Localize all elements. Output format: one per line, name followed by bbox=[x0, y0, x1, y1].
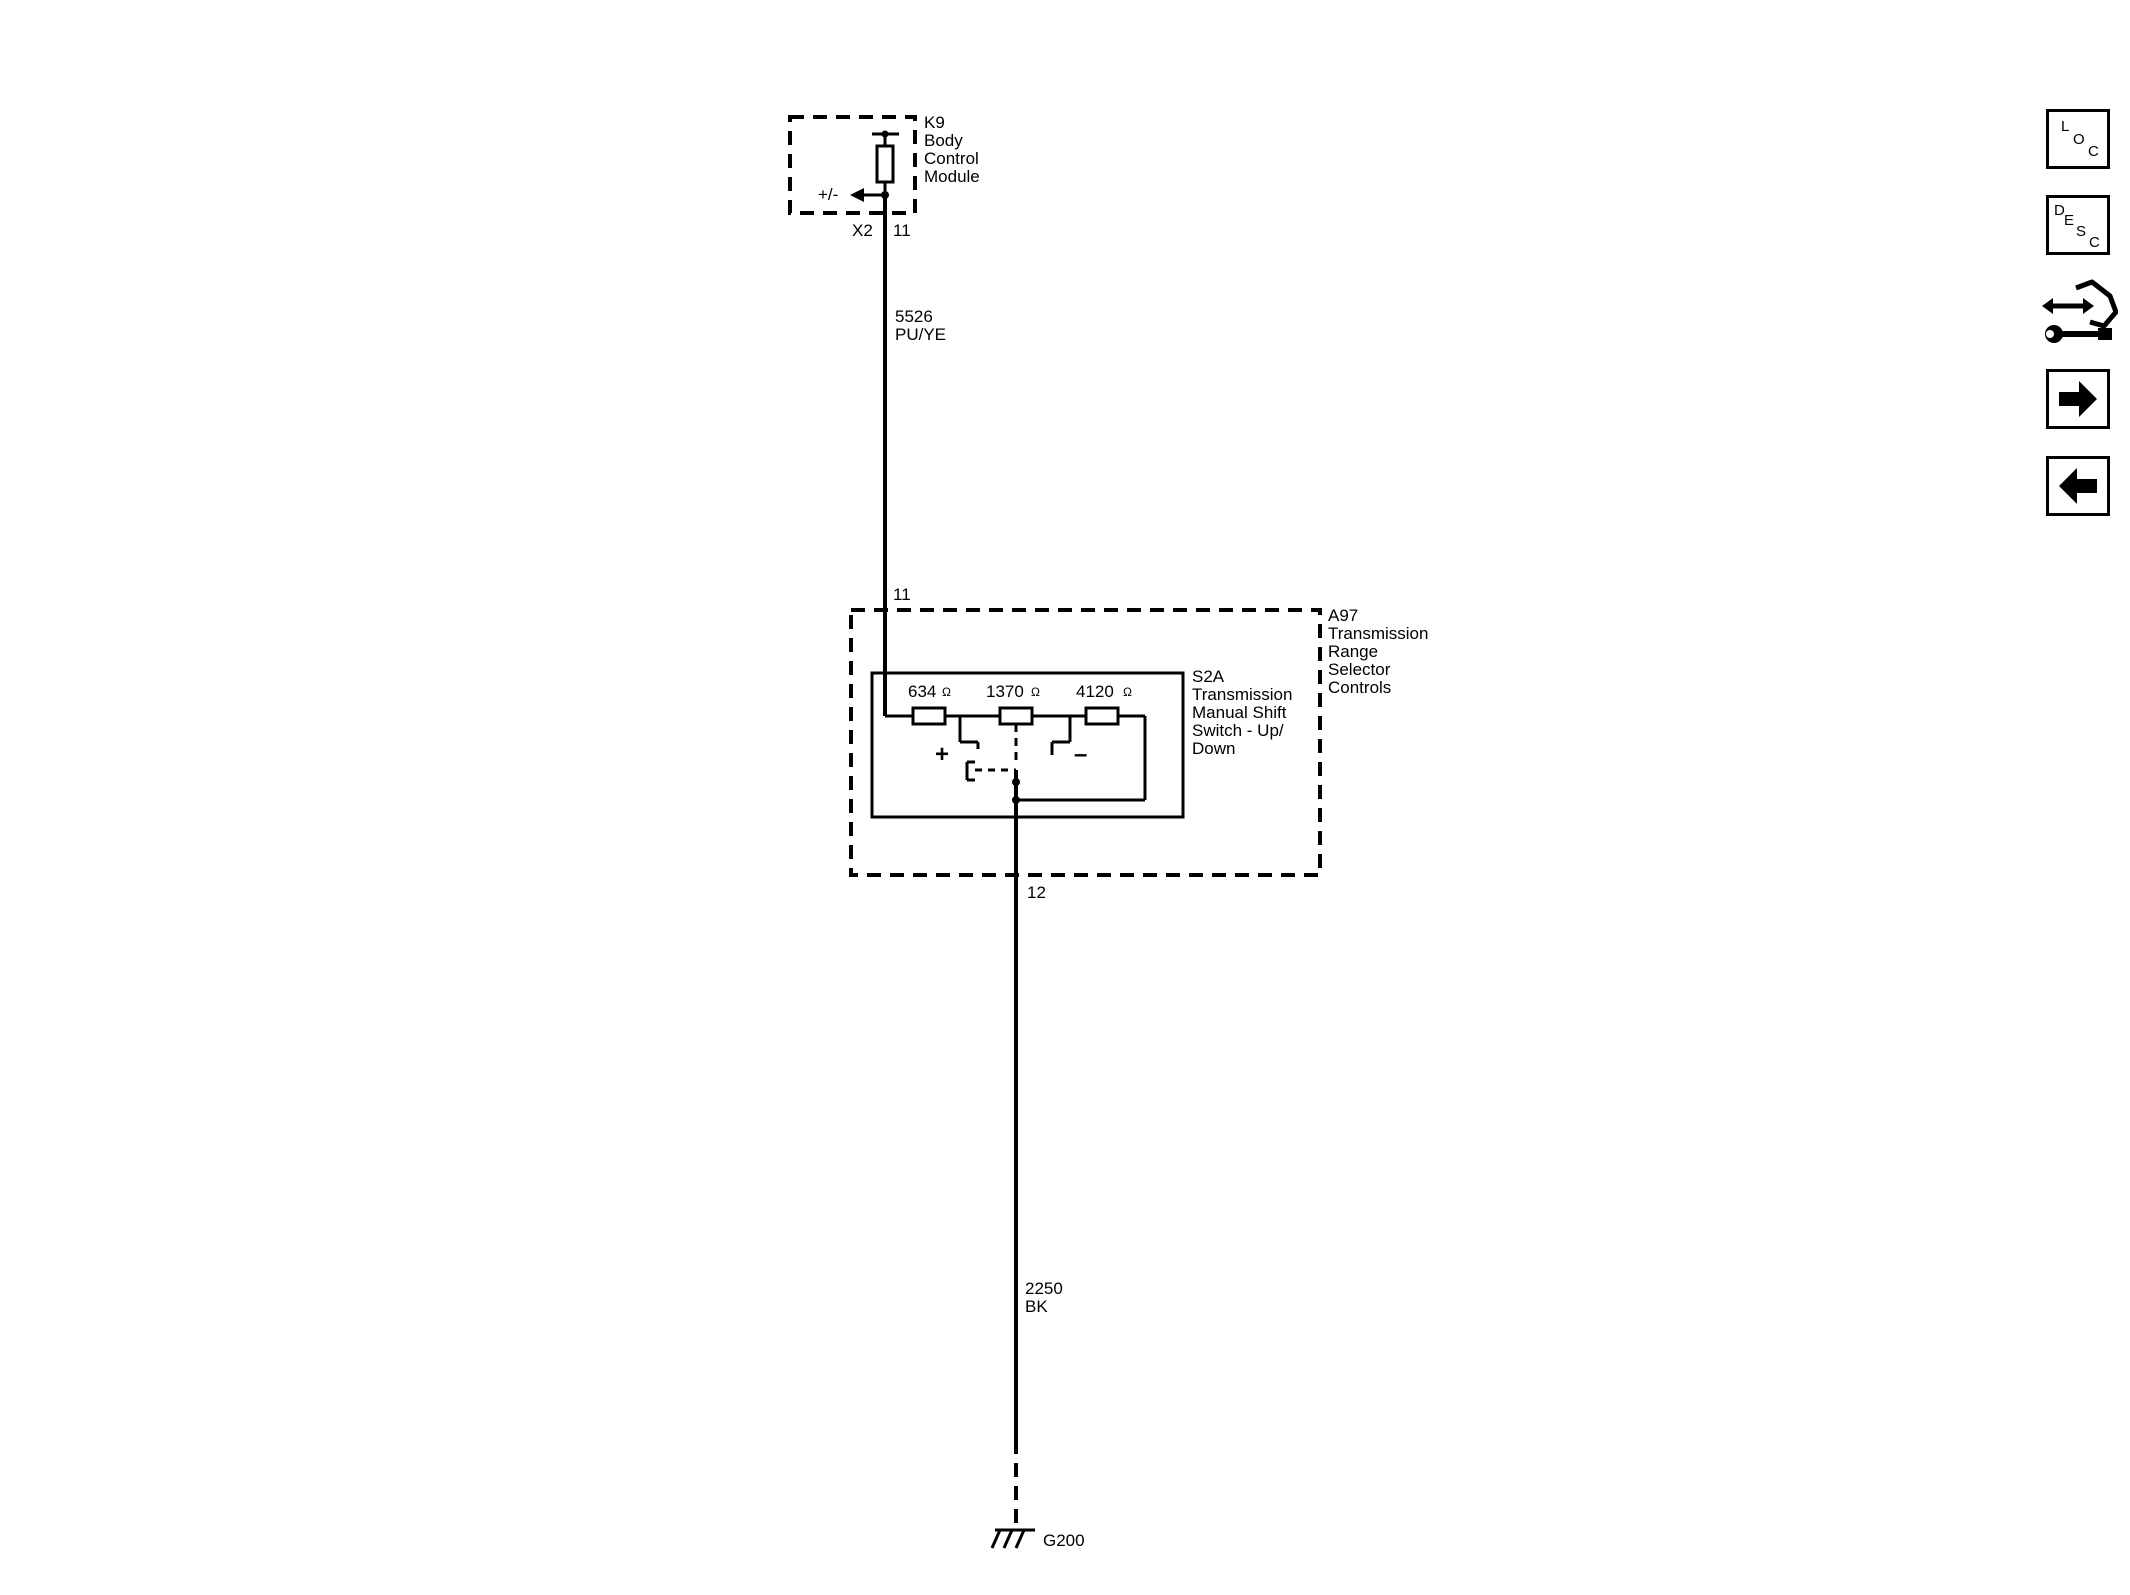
switch-plus-symbol: + bbox=[935, 741, 949, 768]
wire-2250-circuit: 2250 bbox=[1025, 1279, 1063, 1298]
a97-id-label: A97 bbox=[1328, 606, 1358, 625]
s2a-switch-boundary bbox=[870, 671, 1185, 819]
s2a-manual-shift-switch: S2A Transmission Manual Shift Switch - U… bbox=[870, 667, 1292, 819]
wire-5526-circuit: 5526 bbox=[895, 307, 933, 326]
a97-name-line-3: Selector bbox=[1328, 660, 1391, 679]
loc-button[interactable]: L O C bbox=[2046, 109, 2110, 169]
wire-5526-color: PU/YE bbox=[895, 325, 946, 344]
k9-signal-arrow bbox=[850, 188, 864, 202]
arrow-right-icon bbox=[2059, 381, 2097, 417]
a97-transmission-range-selector-controls: 11 12 A97 Transmission Range Selector Co… bbox=[849, 585, 1428, 902]
desc-letter-d: D bbox=[2054, 202, 2065, 219]
k9-connector-label: X2 bbox=[852, 221, 873, 240]
desc-letter-e: E bbox=[2064, 212, 2075, 229]
wire-5526: 5526 PU/YE bbox=[883, 195, 946, 716]
k9-pin-label: 11 bbox=[893, 221, 911, 240]
s2a-name-line-1: Transmission bbox=[1192, 685, 1292, 704]
a97-pin-bottom: 12 bbox=[1027, 883, 1046, 902]
k9-body-control-module: +/- K9 Body Control Module X2 11 bbox=[788, 113, 980, 240]
s2a-name-line-3: Switch - Up/ bbox=[1192, 721, 1284, 740]
switch-minus-symbol: – bbox=[1074, 741, 1087, 768]
a97-module-boundary bbox=[849, 608, 1322, 877]
resistor-1370-unit: Ω bbox=[1031, 685, 1040, 699]
ground-g200: G200 bbox=[990, 1528, 1085, 1550]
a97-name-line-1: Transmission bbox=[1328, 624, 1428, 643]
wire-2250-color: BK bbox=[1025, 1297, 1048, 1316]
a97-pin-top: 11 bbox=[893, 585, 911, 604]
k9-id-label: K9 bbox=[924, 113, 945, 132]
loc-letter-l: L bbox=[2061, 118, 2070, 135]
resistor-1370-value: 1370 bbox=[986, 682, 1024, 701]
resistor-4120-unit: Ω bbox=[1123, 685, 1132, 699]
loc-letter-o: O bbox=[2073, 131, 2085, 148]
resistor-4120-value: 4120 bbox=[1076, 682, 1114, 701]
arrow-left-icon bbox=[2059, 468, 2097, 504]
previous-page-button[interactable] bbox=[2046, 456, 2110, 516]
desc-button[interactable]: D E S C bbox=[2046, 195, 2110, 255]
connector-wrench-icon bbox=[2042, 279, 2119, 343]
s2a-name-line-2: Manual Shift bbox=[1192, 703, 1287, 722]
connector-info-button[interactable] bbox=[2040, 278, 2119, 350]
s2a-id-label: S2A bbox=[1192, 667, 1225, 686]
resistor-634 bbox=[911, 706, 947, 726]
resistor-1370 bbox=[998, 706, 1034, 726]
next-page-button[interactable] bbox=[2046, 369, 2110, 429]
desc-letter-c: C bbox=[2089, 234, 2100, 251]
a97-name-line-2: Range bbox=[1328, 642, 1378, 661]
resistor-634-value: 634 bbox=[908, 682, 936, 701]
k9-internal-resistor bbox=[875, 144, 895, 184]
resistor-634-unit: Ω bbox=[942, 685, 951, 699]
loc-letter-c: C bbox=[2088, 143, 2099, 160]
desc-letter-s: S bbox=[2076, 223, 2087, 240]
resistor-4120 bbox=[1084, 706, 1120, 726]
k9-name-line-3: Module bbox=[924, 167, 980, 186]
a97-name-line-4: Controls bbox=[1328, 678, 1391, 697]
k9-name-line-2: Control bbox=[924, 149, 979, 168]
s2a-name-line-4: Down bbox=[1192, 739, 1235, 758]
k9-signal-label: +/- bbox=[818, 185, 838, 204]
k9-name-line-1: Body bbox=[924, 131, 963, 150]
k9-module-boundary bbox=[788, 115, 917, 215]
wire-2250: 2250 BK bbox=[1014, 770, 1063, 1530]
ground-label: G200 bbox=[1043, 1531, 1085, 1550]
